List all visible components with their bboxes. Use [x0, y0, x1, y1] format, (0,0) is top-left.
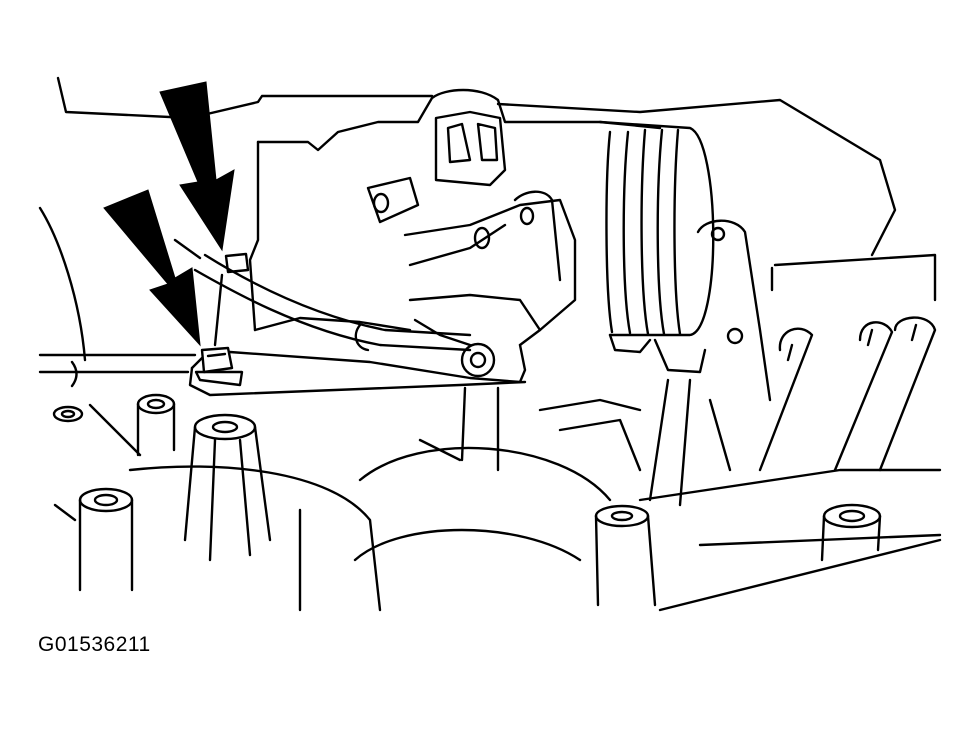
stud-right-center	[594, 504, 657, 607]
stud-left-small	[52, 405, 84, 423]
manifold-ribs	[648, 219, 937, 507]
bolt-lower	[200, 346, 234, 374]
engine-outline	[38, 76, 942, 612]
vacuum-hose	[173, 238, 472, 352]
stud-right-far	[820, 503, 882, 562]
stud-left-mid	[136, 393, 176, 457]
lower-housings	[128, 398, 642, 612]
intake-tube	[598, 120, 715, 374]
arrow-lower	[103, 189, 201, 347]
mounting-bracket	[188, 343, 527, 472]
stud-left-front	[78, 487, 134, 592]
bolt-upper	[213, 252, 250, 347]
engine-illustration	[38, 76, 942, 612]
throttle-body-housing	[248, 88, 662, 347]
bolt-bracket-right	[460, 342, 496, 378]
figure-id-label: G01536211	[38, 633, 151, 656]
stud-tall-center	[183, 413, 272, 562]
arrow-upper	[159, 81, 235, 252]
